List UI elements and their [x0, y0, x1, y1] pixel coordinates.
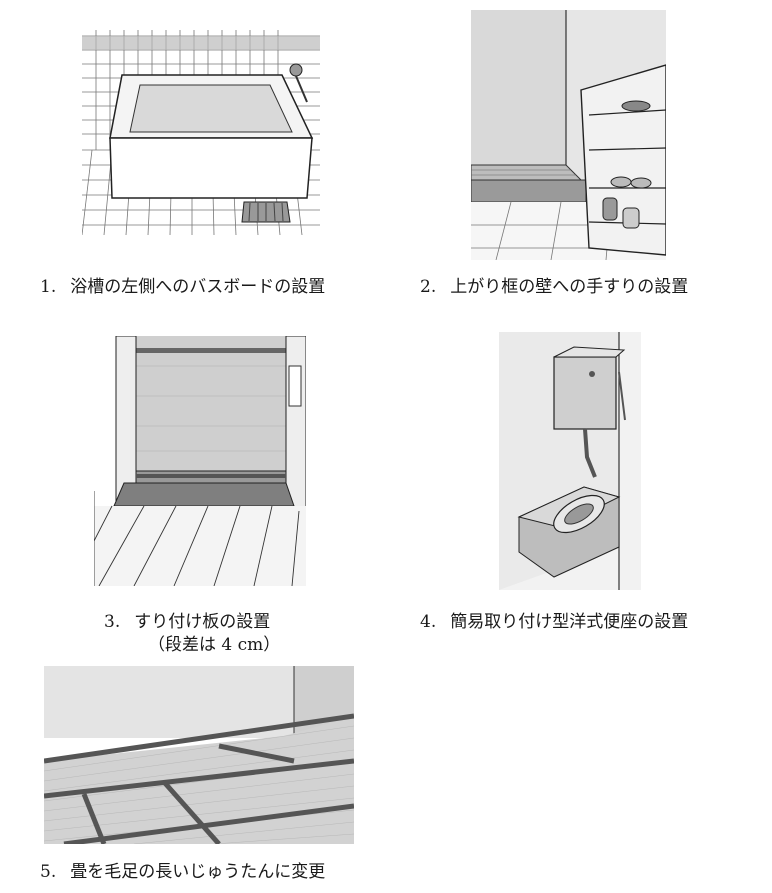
threshold-drawing	[94, 336, 306, 586]
bathtub-drawing	[82, 30, 320, 235]
caption-3: 3. すり付け板の設置	[104, 611, 270, 633]
illustration-tatami	[44, 666, 354, 844]
item-caption: 浴槽の左側へのバスボードの設置	[70, 277, 326, 297]
item-caption: すり付け板の設置	[134, 612, 271, 632]
item-number: 2.	[420, 277, 437, 297]
illustration-entrance	[471, 10, 666, 260]
caption-2: 2. 上がり框の壁への手すりの設置	[420, 276, 688, 298]
tatami-drawing	[44, 666, 354, 844]
illustration-threshold	[94, 336, 306, 586]
item-number: 5.	[40, 862, 57, 882]
item-number: 3.	[104, 612, 121, 632]
item-caption: 上がり框の壁への手すりの設置	[450, 277, 689, 297]
illustration-bathtub	[82, 30, 320, 235]
caption-5: 5. 畳を毛足の長いじゅうたんに変更	[40, 861, 325, 883]
item-number: 4.	[420, 612, 437, 632]
entrance-drawing	[471, 10, 666, 260]
toilet-drawing	[499, 332, 641, 590]
item-caption: 簡易取り付け型洋式便座の設置	[450, 612, 689, 632]
item-number: 1.	[40, 277, 57, 297]
caption-3-note: （段差は 4 cm）	[148, 635, 281, 655]
item-caption: 畳を毛足の長いじゅうたんに変更	[70, 862, 326, 882]
caption-4: 4. 簡易取り付け型洋式便座の設置	[420, 611, 688, 633]
illustration-toilet	[499, 332, 641, 590]
caption-1: 1. 浴槽の左側へのバスボードの設置	[40, 276, 325, 298]
